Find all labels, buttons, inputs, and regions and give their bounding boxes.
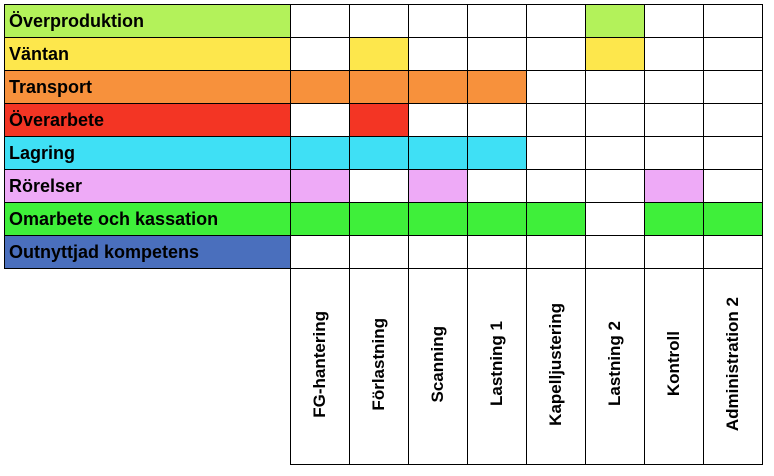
marked-cell [290,202,350,236]
marked-cell [349,37,409,71]
empty-cell [703,70,763,104]
empty-cell [526,235,586,269]
column-header-label: Lastning 2 [605,321,624,407]
matrix-row-lagring: Lagring [4,136,763,170]
marked-cell [349,70,409,104]
marked-cell [644,169,704,203]
empty-cell [703,136,763,170]
empty-cell [644,136,704,170]
empty-cell [644,235,704,269]
empty-cell [703,169,763,203]
marked-cell [467,70,527,104]
column-header-label: Kapelljustering [546,302,565,426]
row-label: Överproduktion [4,4,291,38]
empty-cell [467,103,527,137]
column-header-administration-2: Administration 2 [703,268,763,465]
marked-cell [585,4,645,38]
empty-cell [644,37,704,71]
column-header-lastning-2: Lastning 2 [585,268,645,465]
matrix-row-omarbete-och-kassation: Omarbete och kassation [4,202,763,236]
marked-cell [585,37,645,71]
column-header-kapelljustering: Kapelljustering [526,268,586,465]
empty-cell [526,103,586,137]
marked-cell [408,169,468,203]
marked-cell [467,136,527,170]
matrix-row-overproduktion: Överproduktion [4,4,763,38]
row-label: Transport [4,70,291,104]
empty-cell [585,136,645,170]
empty-cell [703,37,763,71]
column-header-label: Lastning 1 [487,321,506,407]
marked-cell [290,70,350,104]
empty-cell [703,4,763,38]
matrix-row-vantan: Väntan [4,37,763,71]
column-header-label: Scanning [428,325,447,403]
empty-cell [526,70,586,104]
empty-cell [585,103,645,137]
empty-cell [526,169,586,203]
column-header-label: FG-hantering [310,310,329,418]
marked-cell [526,202,586,236]
empty-cell [526,37,586,71]
row-label: Överarbete [4,103,291,137]
empty-cell [349,169,409,203]
row-label: Rörelser [4,169,291,203]
row-label: Väntan [4,37,291,71]
empty-cell [467,235,527,269]
row-label: Omarbete och kassation [4,202,291,236]
empty-cell [349,235,409,269]
column-header-label: Förlastning [369,317,388,411]
column-header-forlastning: Förlastning [349,268,409,465]
empty-cell [703,235,763,269]
empty-cell [290,103,350,137]
empty-cell [703,103,763,137]
empty-cell [585,70,645,104]
marked-cell [408,202,468,236]
empty-cell [290,4,350,38]
matrix-row-outnyttjad-kompetens: Outnyttjad kompetens [4,235,763,269]
corner-blank [4,268,291,465]
column-header-scanning: Scanning [408,268,468,465]
empty-cell [585,202,645,236]
marked-cell [408,136,468,170]
empty-cell [408,4,468,38]
marked-cell [467,202,527,236]
row-label: Lagring [4,136,291,170]
empty-cell [467,4,527,38]
empty-cell [644,70,704,104]
marked-cell [290,136,350,170]
marked-cell [644,202,704,236]
marked-cell [349,202,409,236]
empty-cell [585,235,645,269]
matrix-row-transport: Transport [4,70,763,104]
empty-cell [644,103,704,137]
empty-cell [290,235,350,269]
column-header-label: Administration 2 [723,296,742,432]
marked-cell [290,169,350,203]
marked-cell [408,70,468,104]
empty-cell [408,37,468,71]
empty-cell [467,37,527,71]
empty-cell [585,169,645,203]
marked-cell [703,202,763,236]
column-header-fg-hantering: FG-hantering [290,268,350,465]
empty-cell [408,103,468,137]
empty-cell [408,235,468,269]
row-label: Outnyttjad kompetens [4,235,291,269]
matrix-row-overarbete: Överarbete [4,103,763,137]
column-header-lastning-1: Lastning 1 [467,268,527,465]
matrix-row-rorelser: Rörelser [4,169,763,203]
empty-cell [349,4,409,38]
empty-cell [290,37,350,71]
column-header-kontroll: Kontroll [644,268,704,465]
marked-cell [349,103,409,137]
empty-cell [526,4,586,38]
marked-cell [349,136,409,170]
column-header-row: FG-hantering Förlastning Scanning Lastning … [4,268,763,465]
empty-cell [644,4,704,38]
empty-cell [467,169,527,203]
column-header-label: Kontroll [664,331,683,397]
empty-cell [526,136,586,170]
